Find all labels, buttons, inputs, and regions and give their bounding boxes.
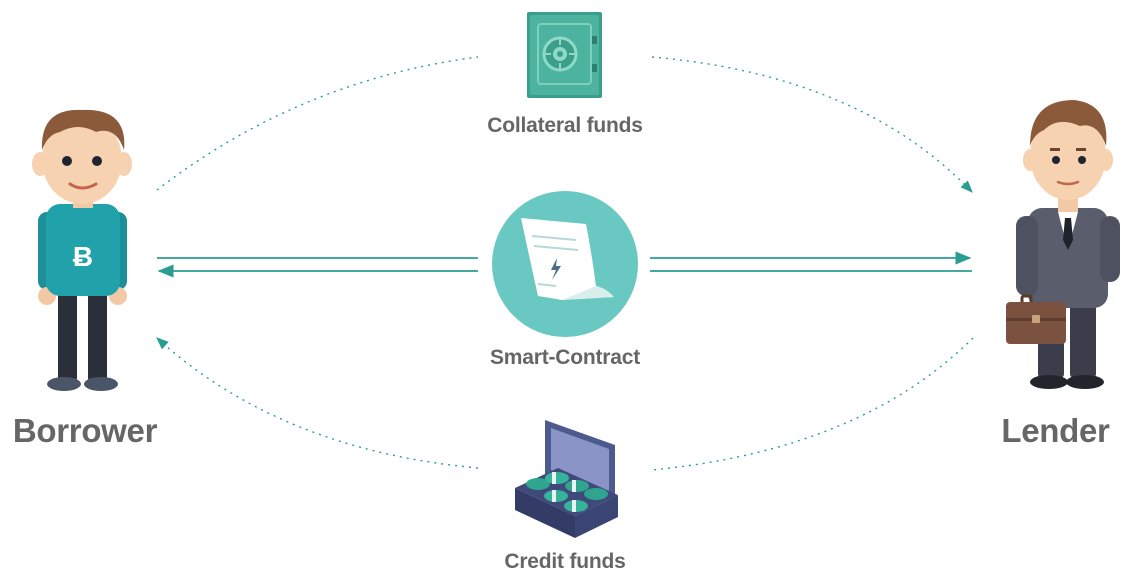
money-briefcase-icon <box>515 420 618 538</box>
dotted-arrow-credit-to-borrower <box>156 337 479 469</box>
bitcoin-symbol: Ƀ <box>73 241 93 272</box>
safe-vault-icon <box>527 12 602 98</box>
lender-label: Lender <box>1001 412 1110 449</box>
cash-stacks <box>526 472 608 512</box>
collateral-funds-label: Collateral funds <box>487 114 643 137</box>
smart-contract-label: Smart-Contract <box>489 346 641 369</box>
borrower-label: Borrower <box>12 412 158 449</box>
borrower-person-icon: Ƀ <box>32 109 132 391</box>
credit-funds-label: Credit funds <box>504 550 626 573</box>
smart-contract-document-icon <box>492 191 638 337</box>
dotted-arrow-borrower-to-collateral <box>156 56 479 191</box>
dotted-arrow-lender-to-credit <box>651 337 974 471</box>
lender-businessman-icon <box>1006 100 1120 389</box>
dotted-arrow-collateral-to-lender <box>651 56 973 193</box>
flow-arrows <box>156 56 974 471</box>
